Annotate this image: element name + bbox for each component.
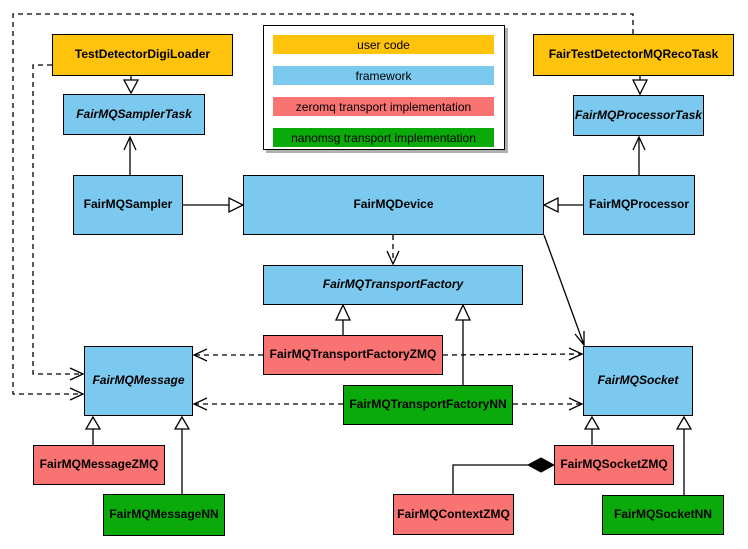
node-fairmqsocketnn: FairMQSocketNN: [602, 495, 724, 535]
node-label: FairTestDetectorMQRecoTask: [548, 47, 719, 62]
node-label: FairMQMessage: [92, 373, 185, 388]
edge-dep-device-transportfactory: [386, 235, 400, 266]
node-label: FairMQProcessorTask: [575, 107, 702, 122]
edge-comp-contextzmq-socketzmq: [452, 457, 556, 494]
node-fairmqsamplertask: FairMQSamplerTask: [63, 94, 205, 135]
edge-dep-tfzmq-message: [192, 348, 263, 362]
node-label: FairMQContextZMQ: [397, 506, 510, 521]
legend-swatch-nanomsg: nanomsg transport implementation: [273, 128, 494, 147]
edge-assoc-sampler-samplertask: [123, 135, 137, 175]
edge-inherit-digiloader-samplertask: [122, 76, 140, 95]
node-fairmqprocessor: FairMQProcessor: [583, 175, 695, 235]
node-fairmqmessagenn: FairMQMessageNN: [103, 494, 225, 536]
legend-swatch-framework: framework: [273, 66, 494, 85]
edge-dep-tfnn-socket: [513, 397, 584, 411]
node-label: FairMQTransportFactory: [322, 277, 464, 292]
legend-label-zeromq: zeromq transport implementation: [295, 99, 472, 114]
legend-label-framework: framework: [355, 68, 412, 83]
edge-assoc-processor-processortask: [632, 135, 646, 175]
node-fairmqtransportfactoryzmq: FairMQTransportFactoryZMQ: [263, 335, 443, 375]
node-label: FairMQSocket: [597, 373, 679, 388]
edge-inherit-socketzmq-socket: [583, 415, 601, 445]
node-fairmqsocketzmq: FairMQSocketZMQ: [554, 445, 674, 485]
edge-dep-tfzmq-socket: [442, 347, 584, 361]
legend-label-nanomsg: nanomsg transport implementation: [291, 130, 476, 145]
legend-swatch-zeromq: zeromq transport implementation: [273, 97, 494, 116]
node-fairmqtransportfactorynn: FairMQTransportFactoryNN: [343, 385, 513, 425]
legend-swatch-user-code: user code: [273, 35, 494, 54]
legend-label-user-code: user code: [357, 37, 410, 52]
edge-inherit-socketnn-socket: [675, 415, 693, 495]
edge-dep-recotask-message: [12, 13, 634, 401]
node-label: FairMQMessageZMQ: [39, 457, 159, 472]
edge-inherit-tfnn-transportfactory: [454, 303, 472, 385]
node-label: FairMQProcessor: [588, 197, 690, 212]
node-fairmqcontextzmq: FairMQContextZMQ: [393, 494, 514, 535]
node-label: FairMQMessageNN: [109, 507, 219, 522]
node-testdetectordigiloader: TestDetectorDigiLoader: [52, 34, 233, 76]
node-label: FairMQSocketNN: [613, 507, 713, 522]
node-fairmqdevice: FairMQDevice: [243, 175, 544, 235]
node-fairmqprocessortask: FairMQProcessorTask: [573, 95, 704, 136]
node-label: FairMQSamplerTask: [76, 106, 192, 121]
edge-inherit-recotask-processortask: [631, 76, 649, 96]
edge-inherit-messagezmq-message: [84, 415, 102, 445]
edge-inherit-sampler-device: [183, 196, 245, 214]
node-fairmqsocket: FairMQSocket: [583, 346, 693, 416]
node-fairmqsampler: FairMQSampler: [73, 175, 183, 235]
node-label: FairMQSocketZMQ: [560, 457, 668, 472]
edge-dep-digiloader-message: [32, 64, 85, 381]
edge-assoc-device-socket: [543, 234, 585, 347]
node-label: FairMQSampler: [83, 197, 173, 212]
node-fairmqmessagezmq: FairMQMessageZMQ: [33, 445, 165, 485]
node-fairtestdetectormqrecotask: FairTestDetectorMQRecoTask: [533, 34, 734, 76]
edge-dep-tfnn-message: [192, 397, 343, 411]
edge-inherit-processor-device: [542, 196, 583, 214]
edge-inherit-tfzmq-transportfactory: [334, 303, 352, 335]
node-fairmqmessage: FairMQMessage: [84, 346, 193, 416]
node-fairmqtransportfactory: FairMQTransportFactory: [263, 265, 523, 305]
node-label: FairMQTransportFactoryNN: [349, 397, 507, 412]
node-label: FairMQTransportFactoryZMQ: [269, 347, 437, 362]
node-label: TestDetectorDigiLoader: [74, 47, 211, 62]
edge-inherit-messagenn-message: [173, 415, 191, 494]
node-label: FairMQDevice: [353, 197, 434, 212]
